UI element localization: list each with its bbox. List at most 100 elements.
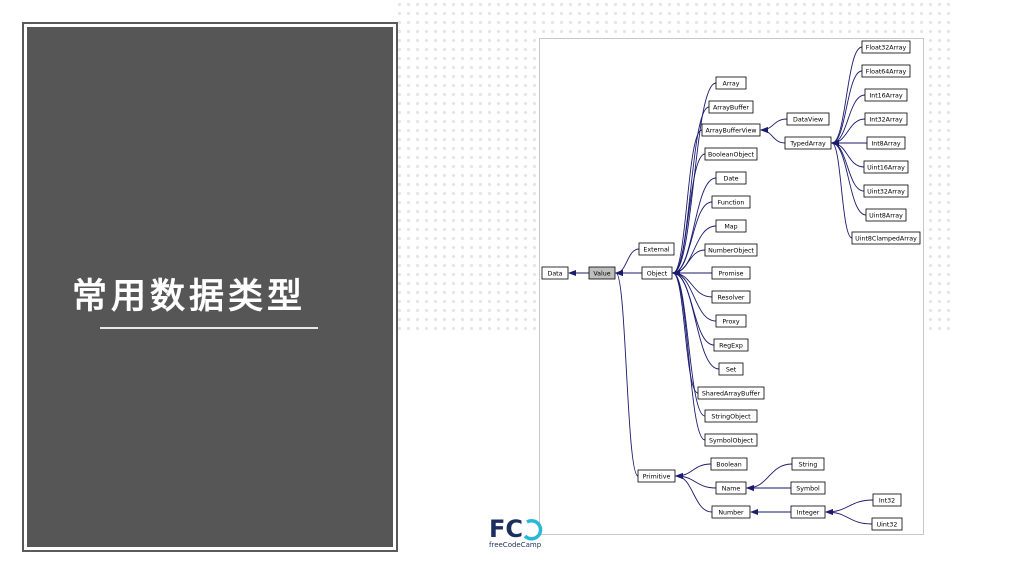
- node-dataview-box: [786, 112, 830, 126]
- node-integer-label: Integer: [797, 509, 820, 516]
- node-set-box: [718, 362, 744, 376]
- node-map-label: Map: [724, 223, 737, 230]
- node-booleanobject: BooleanObject: [704, 147, 758, 161]
- node-numberobject-label: NumberObject: [708, 247, 754, 254]
- node-resolver-label: Resolver: [717, 294, 744, 301]
- node-date-label: Date: [723, 175, 738, 182]
- node-uint8clampedarray: Uint8ClampedArray: [851, 231, 921, 245]
- node-stringobject-box: [704, 409, 758, 423]
- node-int8array-label: Int8Array: [871, 140, 901, 147]
- node-sharedarraybuffer-label: SharedArrayBuffer: [702, 390, 761, 397]
- node-uint32: Uint32: [871, 517, 903, 531]
- node-uint8clampedarray-label: Uint8ClampedArray: [855, 235, 917, 242]
- node-arraybufferview-box: [701, 123, 761, 137]
- node-symbol-label: Symbol: [796, 485, 820, 492]
- node-date: Date: [715, 171, 747, 185]
- node-dataview: DataView: [786, 112, 830, 126]
- node-symbol: Symbol: [790, 481, 826, 495]
- node-primitive: Primitive: [637, 469, 676, 483]
- node-string: String: [791, 457, 825, 471]
- edge-uint32-to-integer: [825, 509, 873, 525]
- node-resolver: Resolver: [711, 290, 751, 304]
- node-stringobject-label: StringObject: [711, 413, 751, 420]
- node-typedarray-box: [784, 136, 832, 150]
- node-name-box: [715, 481, 747, 495]
- node-sharedarraybuffer-box: [697, 386, 765, 400]
- node-boolean-box: [710, 457, 748, 471]
- node-value-label: Value: [593, 270, 610, 277]
- edge-uint32array-to-typedarray: [831, 140, 865, 192]
- edge-sharedarraybuffer-to-object: [672, 270, 699, 394]
- node-promise-box: [711, 266, 751, 280]
- node-booleanobject-box: [704, 147, 758, 161]
- node-number-label: Number: [718, 509, 744, 516]
- title-panel: [27, 27, 393, 547]
- node-uint8array-box: [865, 208, 907, 222]
- node-string-box: [791, 457, 825, 471]
- node-array-box: [715, 76, 747, 90]
- node-proxy-box: [715, 314, 747, 328]
- edge-uint8clampedarray-to-typedarray: [831, 140, 853, 239]
- node-int32: Int32: [872, 493, 902, 507]
- node-name-label: Name: [722, 485, 741, 492]
- node-map: Map: [715, 219, 747, 233]
- node-int16array-label: Int16Array: [869, 92, 903, 99]
- node-array-label: Array: [723, 80, 740, 87]
- node-sharedarraybuffer: SharedArrayBuffer: [697, 386, 765, 400]
- node-proxy: Proxy: [715, 314, 747, 328]
- node-typedarray: TypedArray: [784, 136, 832, 150]
- node-arraybuffer: ArrayBuffer: [708, 100, 754, 114]
- node-uint32array-label: Uint32Array: [867, 188, 905, 195]
- logo-text: freeCodeCamp: [489, 541, 542, 549]
- node-external: External: [638, 242, 675, 256]
- node-dataview-label: DataView: [793, 116, 823, 123]
- node-int8array-box: [866, 136, 906, 150]
- edge-int32-to-integer: [825, 499, 874, 515]
- node-numberobject-box: [704, 243, 758, 257]
- edge-typedarray-to-arraybufferview: [760, 127, 786, 144]
- node-uint16array-label: Uint16Array: [867, 164, 905, 171]
- node-name: Name: [715, 481, 747, 495]
- node-string-label: String: [799, 461, 818, 468]
- node-uint8array-label: Uint8Array: [869, 212, 903, 219]
- node-primitive-box: [637, 469, 676, 483]
- node-boolean-label: Boolean: [716, 461, 742, 468]
- node-float64array-box: [861, 64, 911, 78]
- node-object: Object: [641, 266, 673, 280]
- node-number: Number: [711, 505, 751, 519]
- node-object-box: [641, 266, 673, 280]
- node-symbolobject-box: [704, 433, 758, 447]
- node-integer: Integer: [790, 505, 826, 519]
- inheritance-diagram-frame: [539, 38, 924, 535]
- node-value-box: [588, 266, 616, 280]
- node-function-label: Function: [718, 199, 745, 206]
- node-symbol-box: [790, 481, 826, 495]
- node-regexp: RegExp: [713, 338, 749, 352]
- node-arraybufferview: ArrayBufferView: [701, 123, 761, 137]
- edge-external-to-value: [615, 248, 640, 276]
- node-external-box: [638, 242, 675, 256]
- node-resolver-box: [711, 290, 751, 304]
- node-integer-box: [790, 505, 826, 519]
- node-external-label: External: [643, 246, 669, 253]
- edge-int16array-to-typedarray: [831, 94, 866, 146]
- svg-text:FC: FC: [489, 515, 523, 543]
- node-arraybuffer-label: ArrayBuffer: [713, 104, 749, 111]
- node-number-box: [711, 505, 751, 519]
- node-regexp-label: RegExp: [719, 342, 743, 349]
- node-stringobject: StringObject: [704, 409, 758, 423]
- node-set-label: Set: [726, 366, 737, 373]
- node-promise-label: Promise: [718, 270, 743, 277]
- diagram-edges: [568, 46, 874, 525]
- node-arraybuffer-box: [708, 100, 754, 114]
- node-int32array-label: Int32Array: [869, 116, 903, 123]
- edge-boolean-to-primitive: [675, 463, 712, 479]
- edge-arraybufferview-to-object: [672, 129, 703, 276]
- node-float64array: Float64Array: [861, 64, 911, 78]
- edge-set-to-object: [672, 270, 720, 370]
- edge-symbolobject-to-object: [672, 270, 706, 441]
- node-object-label: Object: [647, 270, 668, 277]
- node-function: Function: [711, 195, 751, 209]
